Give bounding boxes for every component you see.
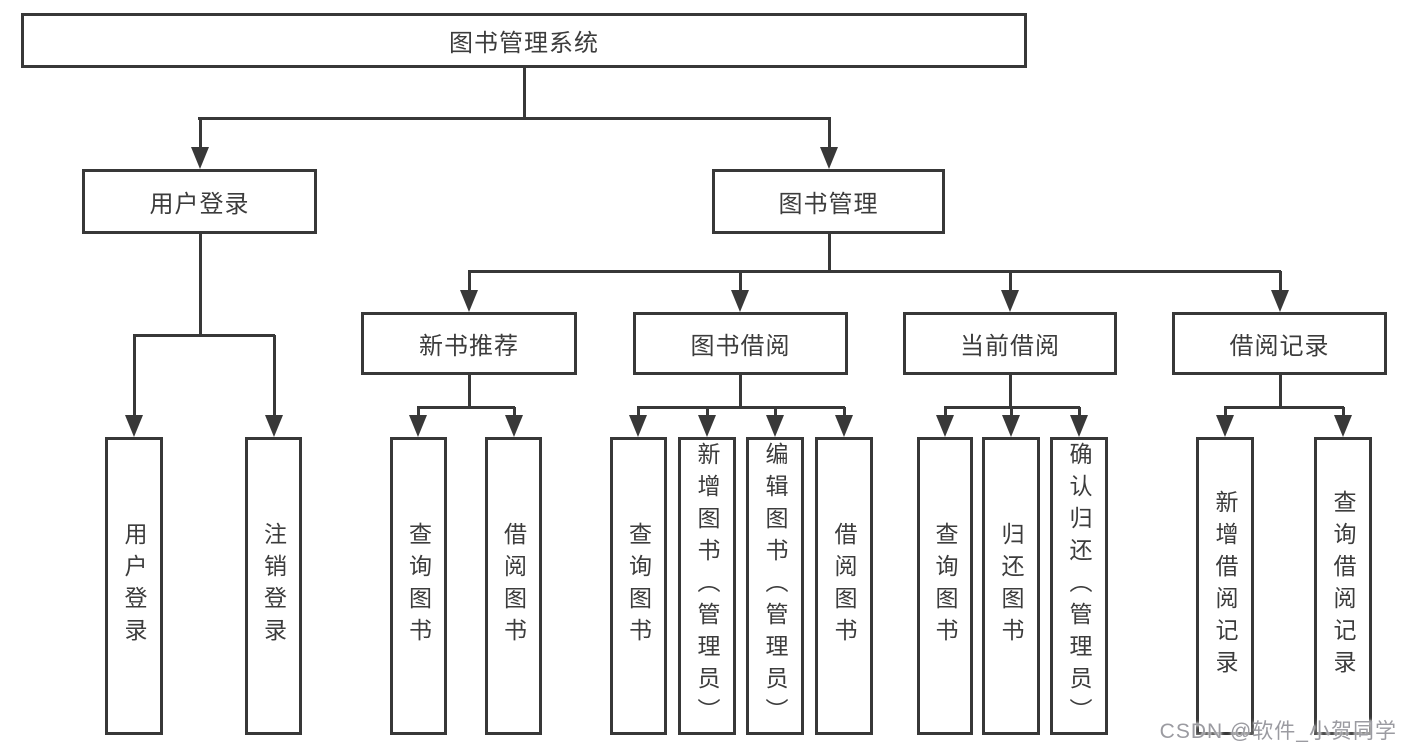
- arrowhead-down-icon: [629, 415, 647, 437]
- arrowhead-down-icon: [460, 290, 478, 312]
- arrowhead-down-icon: [505, 415, 523, 437]
- node-add-books-admin: 新增图书（管理员）: [678, 437, 736, 735]
- node-borrow-books-2: 借阅图书: [815, 437, 873, 735]
- node-label: 新书推荐: [419, 333, 519, 360]
- connector-line-v: [467, 271, 471, 293]
- node-label: 当前借阅: [960, 333, 1060, 360]
- connector-line-v: [1008, 271, 1012, 293]
- node-label: 查询图书: [405, 522, 432, 650]
- arrowhead-down-icon: [191, 147, 209, 169]
- node-query-books-2: 查询图书: [610, 437, 667, 735]
- connector-line-v: [738, 271, 742, 293]
- node-label: 借阅图书: [500, 522, 527, 650]
- connector-line-v: [416, 407, 420, 418]
- node-root: 图书管理系统: [21, 13, 1027, 68]
- arrowhead-down-icon: [1216, 415, 1234, 437]
- connector-line-v: [1009, 407, 1013, 418]
- connector-line-v: [198, 118, 202, 150]
- connector-line-v: [1341, 407, 1345, 418]
- node-label: 查询借阅记录: [1330, 490, 1356, 682]
- node-book-management: 图书管理: [712, 169, 945, 234]
- connector-line-v: [705, 407, 709, 418]
- arrowhead-down-icon: [265, 415, 283, 437]
- arrowhead-down-icon: [125, 415, 143, 437]
- node-label: 确认归还（管理员）: [1066, 442, 1092, 730]
- node-user-login-leaf: 用户登录: [105, 437, 163, 735]
- arrowhead-down-icon: [1334, 415, 1352, 437]
- node-current-borrow: 当前借阅: [903, 312, 1117, 375]
- node-edit-books-admin: 编辑图书（管理员）: [746, 437, 804, 735]
- csdn-watermark: CSDN @软件_小贺同学: [1159, 720, 1397, 743]
- connector-line-h: [1224, 405, 1344, 409]
- node-query-books-1: 查询图书: [390, 437, 447, 735]
- connector-line-v: [512, 407, 516, 418]
- node-book-borrow: 图书借阅: [633, 312, 848, 375]
- arrowhead-down-icon: [1070, 415, 1088, 437]
- node-label: 新增借阅记录: [1212, 490, 1238, 682]
- connector-line-v: [522, 68, 526, 120]
- node-label: 查询图书: [932, 522, 958, 650]
- node-label: 用户登录: [149, 191, 250, 218]
- node-label: 图书管理: [778, 191, 879, 218]
- arrowhead-down-icon: [1001, 290, 1019, 312]
- node-label: 注销登录: [260, 522, 287, 650]
- arrowhead-down-icon: [1271, 290, 1289, 312]
- arrowhead-down-icon: [409, 415, 427, 437]
- connector-line-v: [773, 407, 777, 418]
- node-label: 借阅记录: [1229, 333, 1330, 360]
- node-query-books-3: 查询图书: [917, 437, 973, 735]
- arrowhead-down-icon: [936, 415, 954, 437]
- node-label: 用户登录: [121, 522, 147, 650]
- connector-line-h: [637, 405, 845, 409]
- node-label: 新增图书（管理员）: [694, 442, 720, 730]
- connector-line-v: [467, 375, 471, 409]
- connector-line-v: [827, 118, 831, 150]
- connector-line-v: [1008, 375, 1012, 409]
- connector-line-h: [468, 269, 1281, 273]
- node-label: 图书借阅: [690, 333, 791, 360]
- node-logout-leaf: 注销登录: [245, 437, 302, 735]
- arrowhead-down-icon: [766, 415, 784, 437]
- arrowhead-down-icon: [835, 415, 853, 437]
- node-add-borrow-record: 新增借阅记录: [1196, 437, 1254, 735]
- arrowhead-down-icon: [698, 415, 716, 437]
- node-borrow-books-1: 借阅图书: [485, 437, 542, 735]
- arrowhead-down-icon: [820, 147, 838, 169]
- connector-line-v: [827, 234, 831, 273]
- connector-line-v: [636, 407, 640, 418]
- arrowhead-down-icon: [731, 290, 749, 312]
- node-user-login: 用户登录: [82, 169, 317, 234]
- connector-line-v: [1278, 271, 1282, 293]
- node-label: 图书管理系统: [449, 30, 599, 57]
- connector-line-v: [272, 335, 276, 418]
- connector-line-v: [132, 335, 136, 418]
- connector-line-h: [133, 333, 275, 337]
- connector-line-h: [417, 405, 515, 409]
- node-borrow-records: 借阅记录: [1172, 312, 1387, 375]
- connector-line-h: [198, 116, 831, 120]
- node-return-books: 归还图书: [982, 437, 1040, 735]
- connector-line-v: [198, 234, 202, 337]
- node-query-borrow-record: 查询借阅记录: [1314, 437, 1372, 735]
- node-label: 查询图书: [625, 522, 652, 650]
- connector-line-v: [1223, 407, 1227, 418]
- connector-line-v: [842, 407, 846, 418]
- connector-line-v: [1077, 407, 1081, 418]
- node-label: 归还图书: [998, 522, 1024, 650]
- connector-line-v: [738, 375, 742, 409]
- node-label: 借阅图书: [831, 522, 857, 650]
- node-label: 编辑图书（管理员）: [762, 442, 788, 730]
- connector-line-v: [1278, 375, 1282, 409]
- arrowhead-down-icon: [1002, 415, 1020, 437]
- node-confirm-return-admin: 确认归还（管理员）: [1050, 437, 1108, 735]
- connector-line-v: [943, 407, 947, 418]
- node-new-book-recommend: 新书推荐: [361, 312, 577, 375]
